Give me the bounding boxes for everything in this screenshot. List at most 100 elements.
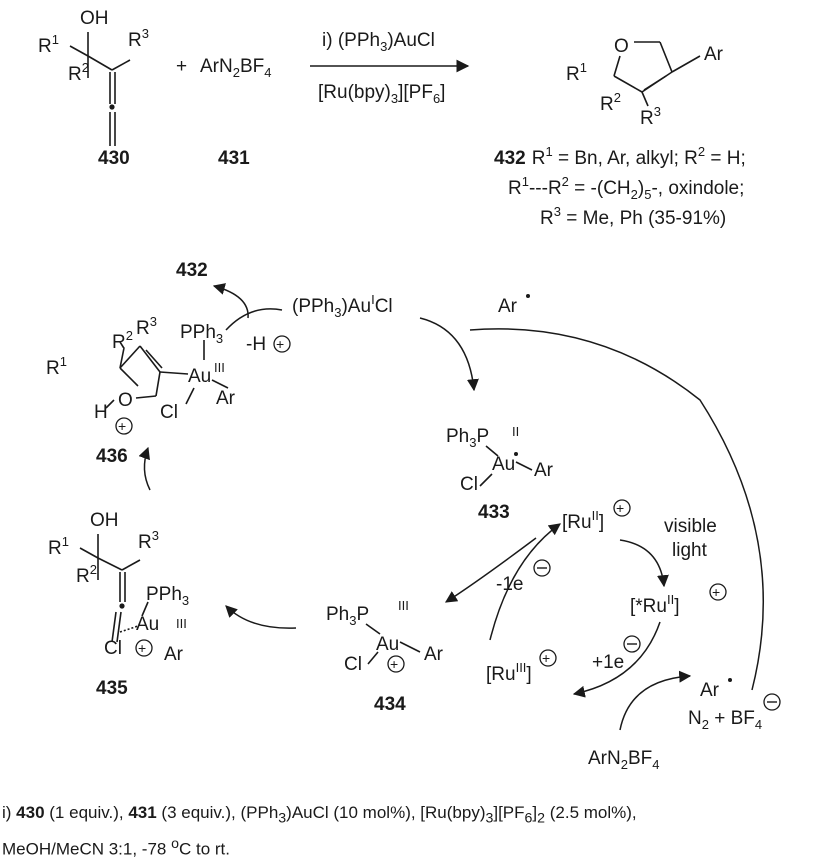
ph3p-ligand: Ph3P (446, 426, 489, 450)
oxidation-arrow (444, 537, 537, 603)
oxonium-charge-glyph: + (118, 418, 126, 434)
coordination-arrow (225, 605, 297, 629)
minus-charge-icon (533, 559, 551, 577)
reduction-arrow (572, 621, 661, 698)
ru-iii-complex: [RuIII] (486, 660, 532, 685)
gold-catalyst: (PPh3)AuICl (292, 292, 393, 320)
r2-label: R2 (76, 562, 97, 587)
light-label: light (672, 540, 708, 561)
ring-oxygen: O (118, 390, 133, 411)
cyclization-arrow (138, 446, 151, 491)
intermediate-434-label: 434 (374, 694, 406, 715)
oxidation-state-ii: II (512, 424, 519, 439)
minus-charge-icon (623, 635, 641, 653)
diazonium-salt: ArN2BF4 (200, 56, 271, 80)
plus-charge-icon (273, 335, 291, 353)
reaction-scheme: OH R1 R2 R3 + ArN2BF4 i) (PPh3)AuCl [Ru(… (38, 8, 781, 772)
chloride-ligand: Cl (104, 638, 122, 659)
plus-charge-glyph: + (390, 656, 398, 672)
aryl-ligand: Ar (424, 644, 444, 665)
plus-charge-glyph: + (712, 584, 720, 600)
plus-charge-icon (709, 583, 727, 601)
intermediate-434-structure (365, 623, 421, 665)
conditions-footnote: i) 430 (1 equiv.), 431 (3 equiv.), (PPh3… (2, 800, 817, 863)
radical-return-arc (469, 328, 764, 691)
aryl-label: Ar (704, 44, 724, 65)
r2-label: R2 (600, 90, 621, 115)
oxonium-charge-icon (115, 417, 133, 435)
photoexcitation-arrow (619, 539, 669, 588)
product-scope-line-3: R3 = Me, Ph (35-91%) (540, 204, 726, 229)
gold-atom: Au (492, 454, 515, 475)
oxidation-state-iii: III (214, 360, 225, 375)
plus-charge-icon (613, 499, 631, 517)
radical-dot-icon (728, 678, 732, 682)
plus-charge-icon (539, 649, 557, 667)
aryl-radical-bottom: Ar (700, 680, 720, 701)
minus-h-label: -H (246, 334, 266, 355)
plus-electron-label: +1e (592, 652, 624, 673)
radical-addition-arrow (419, 317, 479, 392)
reagent-gold: i) (PPh3)AuCl (322, 30, 435, 54)
r1-label: R1 (38, 32, 59, 57)
visible-label: visible (664, 516, 717, 537)
intermediate-436-structure (105, 340, 229, 409)
oxidation-state-iii: III (398, 598, 409, 613)
plus-charge-glyph: + (542, 650, 550, 666)
diazonium-consumption-arrow (619, 670, 692, 731)
r3-label: R3 (136, 314, 157, 339)
product-scope-line-2: R1---R2 = -(CH2)5-, oxindole; (508, 174, 744, 202)
chloride-ligand: Cl (344, 654, 362, 675)
intermediate-433-label: 433 (478, 502, 510, 523)
compound-430-label: 430 (98, 148, 130, 169)
pph3-ligand: PPh3 (180, 322, 223, 346)
r3-label: R3 (138, 528, 159, 553)
radical-dot-icon (526, 294, 530, 298)
compound-431-label: 431 (218, 148, 250, 169)
pph3-ligand: PPh3 (146, 584, 189, 608)
r2-label: R2 (112, 328, 133, 353)
oxidation-state-iii: III (176, 616, 187, 631)
r3-label: R3 (128, 26, 149, 51)
intermediate-435-label: 435 (96, 678, 128, 699)
excited-ru-complex: [*RuII] (630, 592, 679, 617)
chloride-ligand: Cl (460, 474, 478, 495)
ring-oxygen: O (614, 36, 629, 57)
gold-atom: Au (188, 366, 211, 387)
plus-charge-glyph: + (276, 336, 284, 352)
aryl-ligand: Ar (164, 644, 184, 665)
r3-label: R3 (640, 104, 661, 129)
r2-label: R2 (68, 60, 89, 85)
allene-dot-icon (119, 603, 125, 609)
plus-sign: + (176, 56, 187, 77)
plus-charge-glyph: + (616, 500, 624, 516)
oh-label: OH (90, 510, 119, 531)
r1-label: R1 (566, 60, 587, 85)
compound-430-structure (69, 32, 131, 146)
r1-label: R1 (46, 354, 67, 379)
gold-atom: Au (376, 634, 399, 655)
hydroxyl-h: H (94, 402, 108, 423)
aryl-ligand: Ar (216, 388, 236, 409)
allene-dot-icon (109, 104, 115, 110)
electron-transfer-arrow (489, 523, 561, 641)
oh-label: OH (80, 8, 109, 29)
plus-charge-icon (387, 655, 405, 673)
n2-bf4-byproducts: N2 + BF4 (688, 708, 762, 732)
compound-432-structure (613, 41, 701, 107)
chloride-ligand: Cl (160, 402, 178, 423)
diazonium-salt-bottom: ArN2BF4 (588, 748, 659, 772)
minus-charge-icon (763, 693, 781, 711)
ph3p-ligand: Ph3P (326, 604, 369, 628)
gold-atom: Au (136, 614, 159, 635)
reagent-ruthenium: [Ru(bpy)3][PF6] (318, 82, 445, 106)
intermediate-433-structure (479, 445, 533, 487)
intermediate-435-structure (79, 534, 149, 643)
deprotonation-curve (225, 308, 283, 331)
r1-label: R1 (48, 534, 69, 559)
ru-ii-complex: [RuII] (562, 508, 604, 533)
aryl-ligand: Ar (534, 460, 554, 481)
cycle-product-432-label: 432 (176, 260, 208, 281)
product-release-arrow (212, 283, 249, 319)
